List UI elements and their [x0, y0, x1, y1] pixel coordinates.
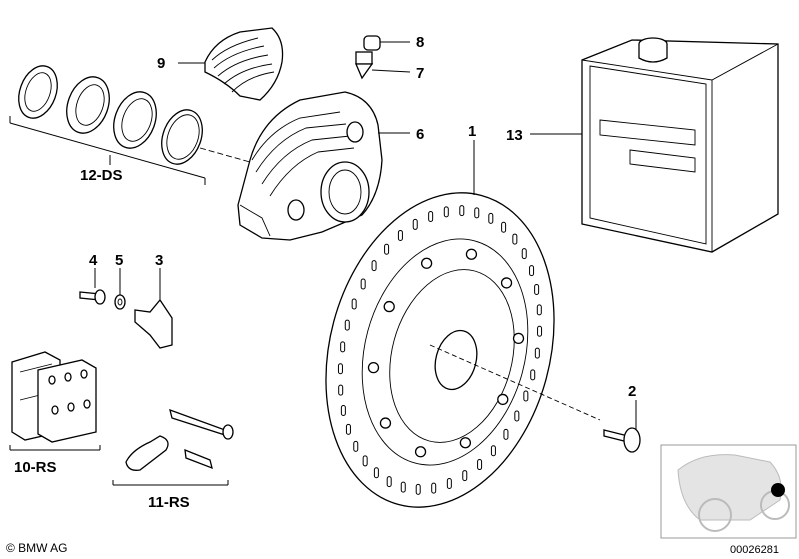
label-part-3: 3: [155, 252, 163, 269]
disc-slot: [351, 298, 357, 310]
label-part-7: 7: [416, 65, 424, 82]
disc-slot: [459, 205, 465, 217]
disc-slot: [501, 221, 507, 233]
brake-pads[interactable]: [9, 351, 101, 451]
disc-slot: [512, 233, 518, 245]
label-part-6: 6: [416, 126, 424, 143]
label-part-9: 9: [157, 55, 165, 72]
disc-slot: [340, 341, 346, 353]
disc-slot: [446, 477, 452, 489]
disc-slot: [534, 347, 540, 359]
disc-slot: [474, 207, 480, 219]
pad-hole: [67, 402, 75, 412]
brake-disc[interactable]: [292, 140, 601, 533]
disc-slot: [529, 265, 535, 277]
disc-slot: [537, 325, 543, 337]
disc-slot: [412, 218, 418, 230]
disc-slot: [344, 319, 350, 331]
label-part-10-rs: 10-RS: [14, 459, 57, 476]
label-part-4: 4: [89, 252, 98, 269]
bleeder-screw[interactable]: [355, 35, 411, 80]
pad-hole: [80, 369, 88, 379]
disc-slot: [521, 248, 527, 260]
disc-slot: [337, 363, 343, 375]
seal-ring-4: [161, 109, 203, 165]
disc-slot: [384, 243, 390, 255]
seal-ring-3: [113, 91, 157, 149]
disc-bolt: [500, 277, 513, 289]
disc-slot: [534, 283, 540, 295]
label-part-11-rs: 11-RS: [148, 494, 190, 511]
fluid-container-icon[interactable]: [530, 37, 779, 253]
disc-slot: [397, 229, 403, 241]
diagram-number: 00026281: [730, 544, 779, 556]
label-part-5: 5: [115, 252, 123, 269]
motorcycle-thumbnail-icon[interactable]: [660, 444, 797, 539]
disc-bolt: [414, 446, 427, 458]
pad-holes: [48, 369, 91, 415]
disc-slot: [503, 428, 509, 440]
disc-slot: [345, 423, 351, 435]
disc-bolts: [367, 248, 525, 458]
pad-hole: [48, 375, 56, 385]
seal-ring-1: [18, 65, 58, 119]
disc-bolt: [367, 361, 380, 374]
disc-slot: [373, 467, 379, 479]
disc-slot: [340, 405, 346, 417]
disc-slot: [514, 410, 520, 422]
disc-slot: [431, 482, 437, 494]
label-part-1: 1: [468, 123, 476, 140]
brake-caliper[interactable]: [237, 91, 410, 241]
seal-rings-group[interactable]: [9, 60, 251, 185]
disc-ventilation-slots: [337, 205, 543, 495]
disc-bolt: [420, 257, 433, 269]
disc-slot: [488, 212, 494, 224]
disc-slot: [490, 445, 496, 457]
disc-bolt: [379, 417, 392, 429]
disc-slot: [428, 211, 434, 223]
disc-slot: [386, 476, 392, 488]
pad-hole: [51, 405, 59, 415]
disc-slot: [338, 384, 344, 396]
disc-slot: [477, 459, 483, 471]
label-part-2: 2: [628, 383, 636, 400]
label-part-12-ds: 12-DS: [80, 167, 123, 184]
copyright-text: © BMW AG: [6, 541, 68, 555]
pad-hole: [83, 399, 91, 409]
disc-bolt: [497, 393, 509, 406]
disc-slot: [443, 206, 449, 218]
pins-and-clips[interactable]: [112, 408, 234, 486]
seal-ring-2: [66, 76, 110, 134]
label-part-8: 8: [416, 34, 424, 51]
disc-bolt: [512, 332, 525, 345]
disc-bolt: [465, 248, 478, 260]
caliper-cover[interactable]: [178, 27, 284, 101]
disc-slot: [523, 390, 529, 402]
label-part-13: 13: [506, 127, 523, 144]
disc-slot: [360, 278, 366, 290]
hardware-group[interactable]: [79, 268, 173, 349]
disc-slot: [362, 455, 368, 467]
disc-slot: [371, 260, 377, 272]
disc-slot: [400, 481, 406, 493]
disc-slot: [415, 483, 421, 495]
disc-slot: [462, 470, 468, 482]
disc-slot: [536, 304, 542, 316]
disc-bolt: [383, 300, 395, 313]
disc-bolt: [459, 437, 472, 449]
disc-slot: [530, 369, 536, 381]
disc-slot: [353, 440, 359, 452]
disc-screw[interactable]: [603, 400, 641, 453]
pad-hole: [64, 372, 72, 382]
